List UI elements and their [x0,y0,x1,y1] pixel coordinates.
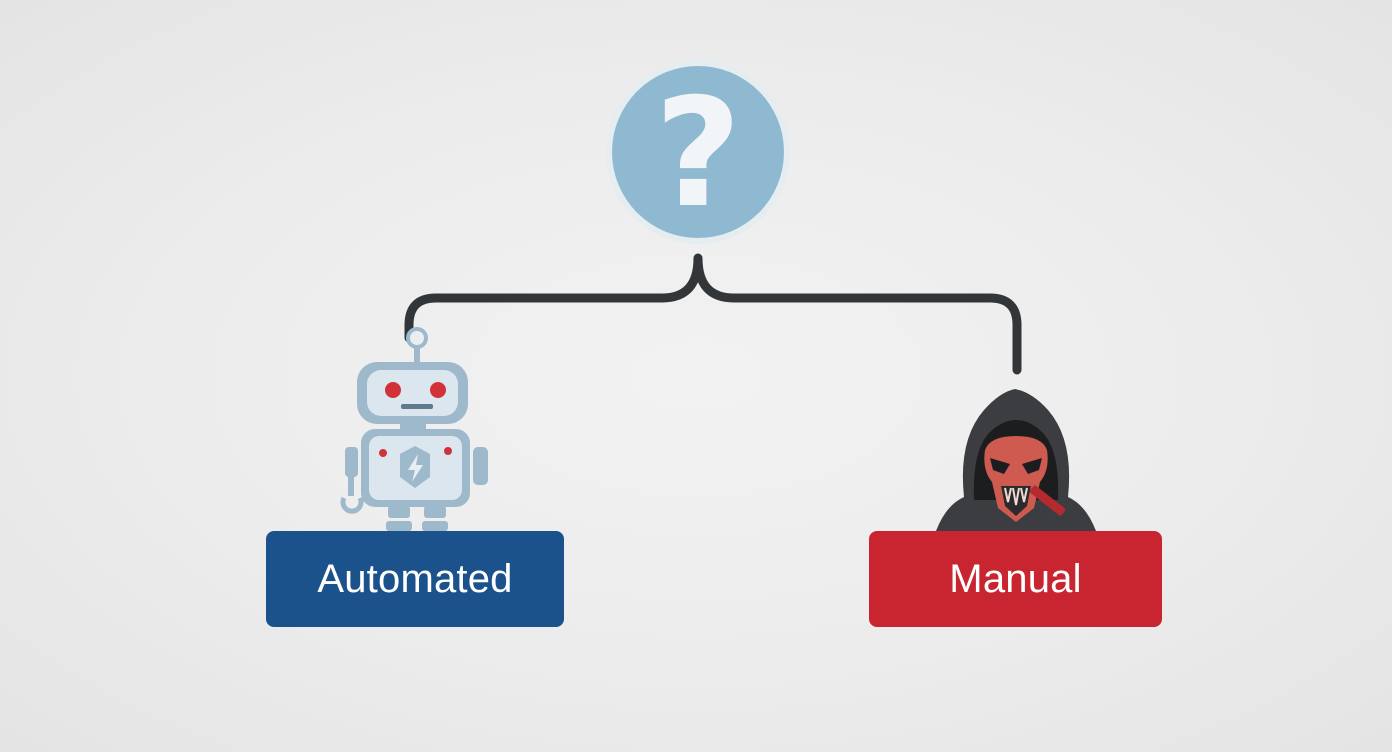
robot-arm-left [345,447,358,477]
robot-eye-left [385,382,401,398]
robot-eye-right [430,382,446,398]
manual-option-label: Manual [869,531,1162,627]
branch-connector [409,258,1017,370]
robot-icon [343,329,488,531]
robot-arm-right [473,447,488,485]
robot-wrist [348,476,354,496]
robot-chest-light-left [379,449,387,457]
automated-option-label: Automated [266,531,564,627]
robot-chest-light-right [444,447,452,455]
robot-foot-right [422,521,448,531]
robot-mouth [401,404,433,409]
robot-antenna-tip [408,329,426,347]
robot-antenna [414,346,420,363]
hooded-hacker-icon [936,389,1096,531]
question-node: ? [606,60,790,244]
robot-foot-left [386,521,412,531]
question-mark-icon: ? [654,67,741,241]
robot-leg-left [388,506,410,518]
robot-leg-right [424,506,446,518]
robot-claw [343,498,361,511]
